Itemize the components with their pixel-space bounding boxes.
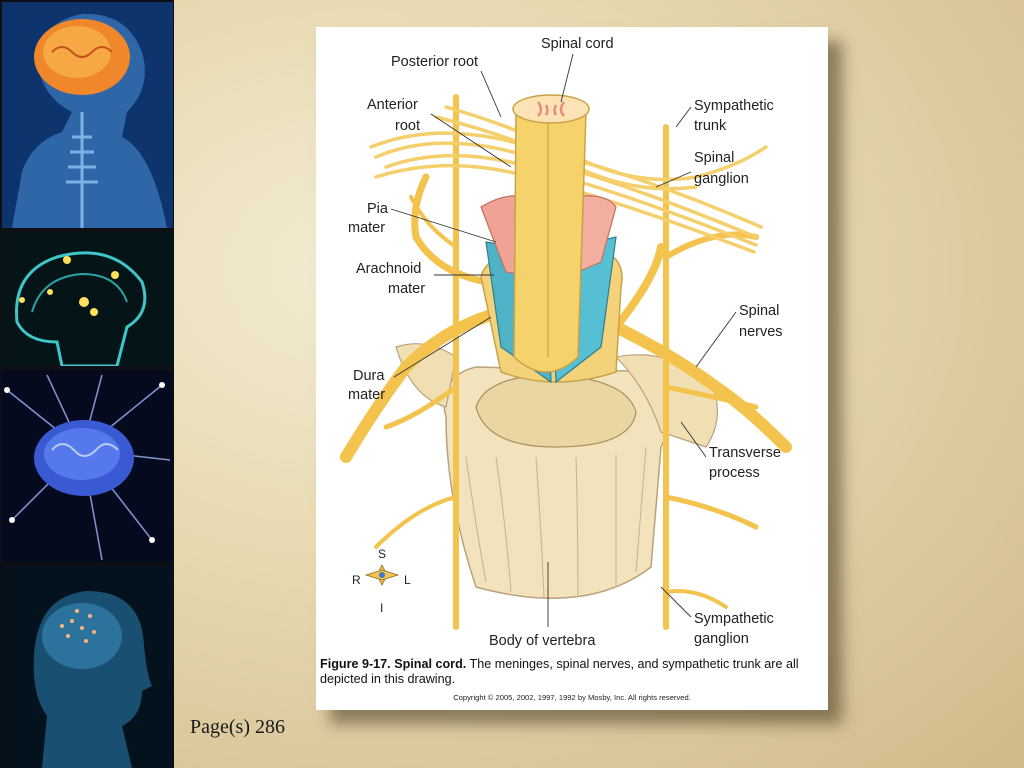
compass-inferior: I [380, 601, 383, 615]
label-spinal-nerves-line2: nerves [739, 324, 783, 340]
orientation-compass: S R L I [352, 547, 411, 615]
label-sympathetic-trunk-line1: Sympathetic [694, 98, 774, 114]
caption-figure-number: Figure 9-17. [320, 657, 391, 671]
compass-right: R [352, 573, 361, 587]
figure-caption: Figure 9-17. Spinal cord. The meninges, … [320, 657, 826, 687]
label-pia-mater-line1: Pia [367, 201, 389, 217]
page-reference: Page(s) 286 [190, 716, 285, 738]
label-transverse-process-line1: Transverse [709, 445, 781, 461]
label-sympathetic-ganglion-line2: ganglion [694, 631, 749, 647]
human-silhouette-image [2, 566, 173, 768]
spinal-cord-figure: Spinal cord Posterior root Anterior root… [316, 27, 828, 710]
compass-superior: S [378, 547, 386, 561]
label-arachnoid-mater-line1: Arachnoid [356, 261, 421, 277]
label-spinal-ganglion-line2: ganglion [694, 171, 749, 187]
caption-figure-title: Spinal cord. [394, 657, 467, 671]
label-transverse-process-line2: process [709, 465, 760, 481]
label-spinal-ganglion-line1: Spinal [694, 150, 734, 166]
compass-left: L [404, 573, 411, 587]
label-pia-mater-line2: mater [348, 220, 385, 236]
glowing-brain-image [2, 370, 173, 562]
label-dura-mater-line2: mater [348, 387, 385, 403]
spinal-cord-illustration: Spinal cord Posterior root Anterior root… [340, 36, 792, 649]
label-spinal-nerves-line1: Spinal [739, 303, 779, 319]
brain-profile-image [2, 232, 173, 366]
label-dura-mater-line1: Dura [353, 368, 385, 384]
label-sympathetic-ganglion-line1: Sympathetic [694, 611, 774, 627]
label-anterior-root-line1: Anterior [367, 97, 418, 113]
copyright-notice: Copyright © 2005, 2002, 1997, 1992 by Mo… [453, 693, 691, 702]
label-anterior-root-line2: root [395, 118, 420, 134]
label-sympathetic-trunk-line2: trunk [694, 118, 727, 134]
side-image-strip [0, 0, 174, 768]
label-arachnoid-mater-line2: mater [388, 281, 425, 297]
spinal-cord [513, 111, 587, 373]
label-posterior-root: Posterior root [391, 54, 478, 70]
caption-text: The meninges, spinal nerves, and sympath… [320, 657, 799, 686]
label-body-of-vertebra: Body of vertebra [489, 633, 596, 649]
brain-skeleton-image [2, 2, 173, 228]
label-spinal-cord: Spinal cord [541, 36, 614, 52]
